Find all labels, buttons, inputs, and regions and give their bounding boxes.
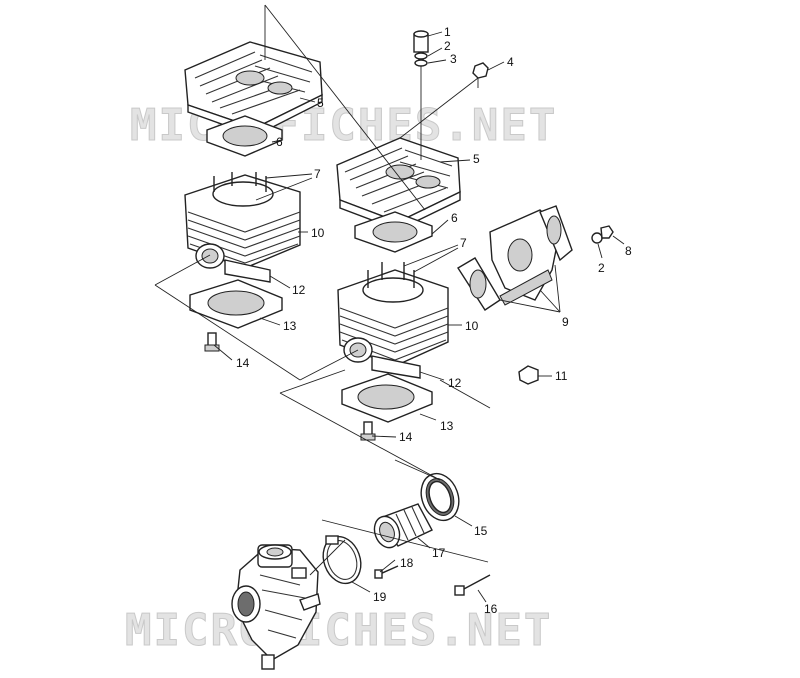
callout-14-left: 14 [236,356,250,370]
screw-part-18 [374,565,399,579]
head-gasket-right [354,211,433,253]
washer-part-2 [414,52,428,60]
nut-part-4 [472,62,489,79]
callout-8: 8 [625,244,632,258]
nut-part-8 [600,225,614,239]
base-gasket-left [189,279,283,329]
intake-boot-17 [373,503,433,549]
callout-pointers [213,31,625,603]
callout-5-left: 5 [317,96,324,110]
cylinder-right [337,262,449,379]
callout-4: 4 [507,55,514,69]
callout-16: 16 [484,602,498,616]
callout-10-right: 10 [465,319,479,333]
callout-3: 3 [450,52,457,66]
callout-6-right: 6 [451,211,458,225]
callout-2-right: 2 [598,261,605,275]
callout-1: 1 [444,25,451,39]
washer-right-2 [591,232,603,244]
callout-14-right: 14 [399,430,413,444]
callout-13-right: 13 [440,419,454,433]
callout-9: 9 [562,315,569,329]
callout-12-right: 12 [448,376,462,390]
exhaust-flange-assembly [457,205,573,311]
watermark-bottom: MICROFICHES.NET [125,605,552,656]
washer-part-3 [414,59,428,67]
fitting-right [360,421,376,441]
spacer-part-1 [413,30,429,53]
callout-11: 11 [555,369,568,383]
callout-13-left: 13 [283,319,297,333]
cylinder-head-left [184,41,323,137]
callout-7-right: 7 [460,236,467,250]
nut-part-11 [518,365,539,385]
callout-6-left: 6 [276,135,283,149]
cylinder-head-right [336,137,461,231]
callout-18: 18 [400,556,414,570]
fitting-left [204,332,220,352]
callout-15: 15 [474,524,488,538]
callout-7-left: 7 [314,167,321,181]
callout-12-left: 12 [292,283,306,297]
leader-lines [154,4,491,576]
intake-gasket-15 [420,472,460,522]
cylinder-left [184,172,301,283]
hose-clamp-19 [322,535,362,585]
bolt-part-16 [454,574,491,596]
callout-2-top: 2 [444,39,451,53]
carburetor [231,544,321,670]
callout-19: 19 [373,590,387,604]
callout-10-left: 10 [311,226,325,240]
callout-17: 17 [432,546,446,560]
callout-5-right: 5 [473,152,480,166]
base-gasket-right [341,373,433,423]
